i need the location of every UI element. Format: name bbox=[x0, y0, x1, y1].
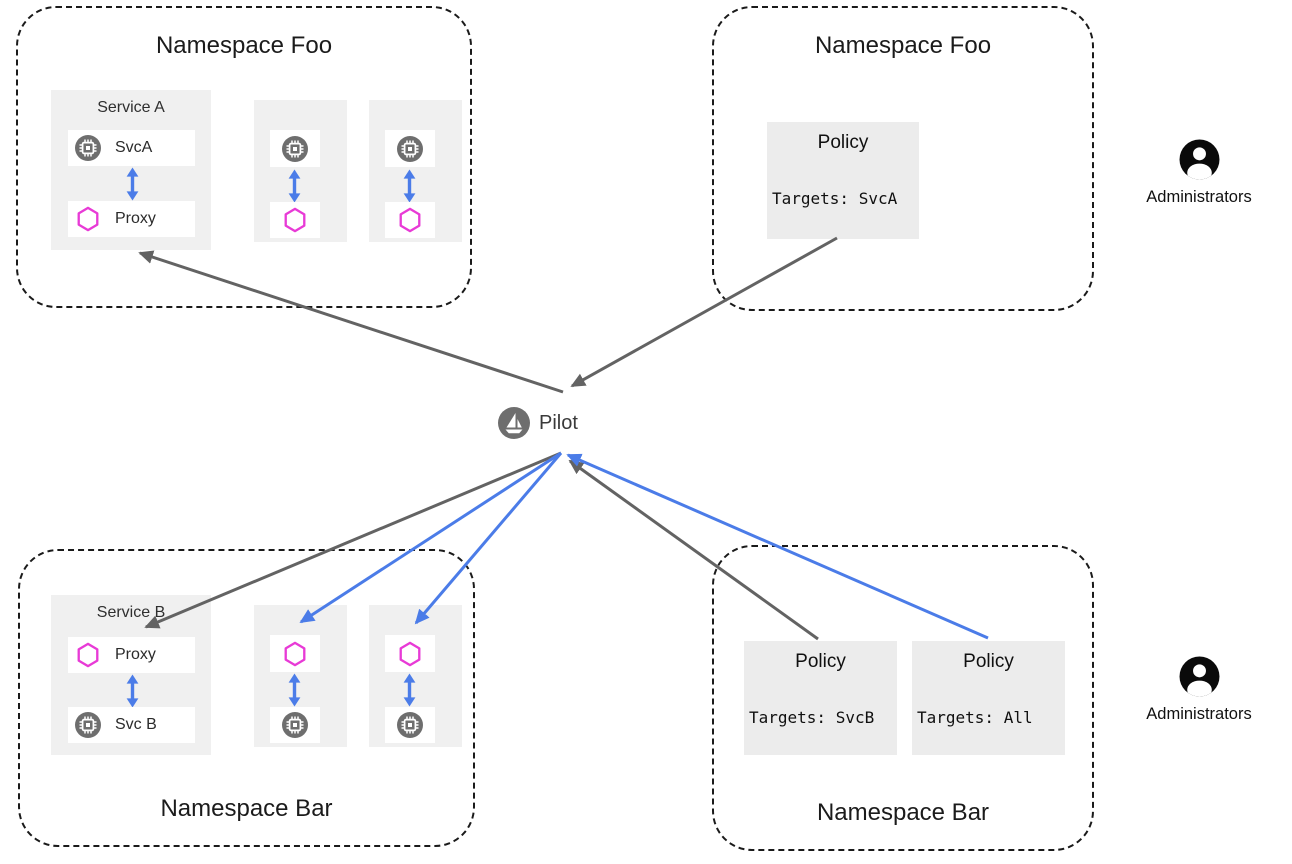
administrators-top-label: Administrators bbox=[1146, 188, 1252, 206]
policy-svca-panel: Policy Targets: SvcA bbox=[767, 122, 919, 239]
pod-a3-service-row bbox=[385, 130, 435, 167]
chip-icon bbox=[397, 712, 423, 738]
policy-all-panel: Policy Targets: All bbox=[912, 641, 1065, 755]
pod-b2-proxy-row bbox=[270, 635, 320, 672]
chip-icon bbox=[397, 136, 423, 162]
proxy-b-row: Proxy bbox=[68, 637, 195, 673]
double-arrow-icon bbox=[287, 673, 302, 707]
policy-svca-targets: Targets: SvcA bbox=[772, 189, 898, 208]
pod-a2-panel bbox=[254, 100, 347, 242]
pod-a3-panel bbox=[369, 100, 462, 242]
chip-icon bbox=[75, 712, 101, 738]
administrators-bottom: Administrators bbox=[1119, 656, 1279, 724]
person-icon bbox=[1179, 139, 1220, 180]
pod-b3-proxy-row bbox=[385, 635, 435, 672]
proxy-b-label: Proxy bbox=[115, 646, 156, 663]
pilot-label: Pilot bbox=[539, 411, 578, 434]
pod-b3-panel bbox=[369, 605, 462, 747]
pod-a3-proxy-row bbox=[385, 202, 435, 238]
hexagon-icon bbox=[75, 642, 101, 668]
chip-icon bbox=[282, 136, 308, 162]
policy-all-targets: Targets: All bbox=[917, 708, 1033, 727]
service-a-panel: Service A SvcA Proxy bbox=[51, 90, 211, 250]
pod-b2-panel bbox=[254, 605, 347, 747]
double-arrow-icon bbox=[402, 673, 417, 707]
svca-label: SvcA bbox=[115, 139, 153, 156]
policy-svca-title: Policy bbox=[817, 132, 869, 153]
pod-b3-service-row bbox=[385, 707, 435, 743]
service-a-title: Service A bbox=[97, 99, 165, 116]
double-arrow-icon bbox=[287, 169, 302, 203]
service-b-title: Service B bbox=[96, 604, 166, 621]
policy-svcb-panel: Policy Targets: SvcB bbox=[744, 641, 897, 755]
namespace-bar-left: Namespace Bar Service B Proxy Svc B bbox=[18, 549, 475, 847]
hexagon-icon bbox=[397, 641, 423, 667]
proxy-a-label: Proxy bbox=[115, 210, 156, 227]
person-icon bbox=[1179, 656, 1220, 697]
pilot: Pilot bbox=[498, 407, 578, 439]
svcb-row: Svc B bbox=[68, 707, 195, 743]
namespace-bar-right-title: Namespace Bar bbox=[816, 799, 990, 826]
hexagon-icon bbox=[397, 207, 423, 233]
double-arrow-icon bbox=[402, 169, 417, 203]
pod-a2-service-row bbox=[270, 130, 320, 167]
double-arrow-icon bbox=[125, 167, 140, 201]
administrators-bottom-label: Administrators bbox=[1146, 705, 1252, 723]
svca-row: SvcA bbox=[68, 130, 195, 166]
administrators-top: Administrators bbox=[1119, 139, 1279, 207]
pod-a2-proxy-row bbox=[270, 202, 320, 238]
namespace-bar-right: Namespace Bar Policy Targets: SvcB Polic… bbox=[712, 545, 1094, 851]
chip-icon bbox=[75, 135, 101, 161]
policy-svcb-targets: Targets: SvcB bbox=[749, 708, 875, 727]
chip-icon bbox=[282, 712, 308, 738]
hexagon-icon bbox=[282, 207, 308, 233]
namespace-foo-left: Namespace Foo Service A SvcA Proxy bbox=[16, 6, 472, 308]
proxy-a-row: Proxy bbox=[68, 201, 195, 237]
namespace-foo-right: Namespace Foo Policy Targets: SvcA bbox=[712, 6, 1094, 311]
hexagon-icon bbox=[282, 641, 308, 667]
policy-all-title: Policy bbox=[963, 651, 1014, 672]
policy-svcb-title: Policy bbox=[795, 651, 846, 672]
namespace-foo-left-title: Namespace Foo bbox=[155, 32, 333, 59]
service-b-panel: Service B Proxy Svc B bbox=[51, 595, 211, 755]
svcb-label: Svc B bbox=[115, 716, 157, 733]
namespace-foo-right-title: Namespace Foo bbox=[814, 32, 992, 59]
namespace-bar-left-title: Namespace Bar bbox=[160, 795, 333, 822]
pod-b2-service-row bbox=[270, 707, 320, 743]
double-arrow-icon bbox=[125, 674, 140, 708]
hexagon-icon bbox=[75, 206, 101, 232]
sailboat-icon bbox=[498, 407, 530, 439]
